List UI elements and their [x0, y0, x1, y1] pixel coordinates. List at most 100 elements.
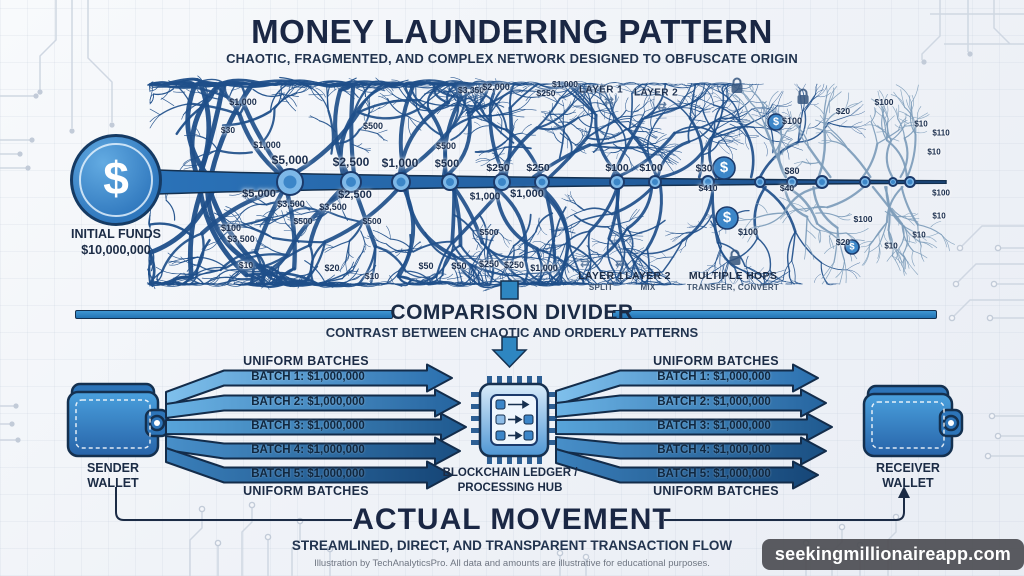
- legend-subtitle: SPLIT: [588, 283, 614, 292]
- circuit-trace: [241, 508, 253, 576]
- batch-arrow: [555, 388, 827, 418]
- dollar-badge-icon: $: [715, 206, 739, 230]
- batch-arrow: [165, 388, 461, 419]
- circuit-dot: [990, 280, 998, 288]
- circuit-dot: [988, 412, 996, 420]
- circuit-dot: [264, 533, 272, 541]
- batch-arrow: [165, 412, 467, 442]
- legend-multiple-hops: MULTIPLE HOPS TRANSFER, CONVERT: [663, 270, 803, 292]
- swap-arrows-icon: ⇄: [615, 256, 625, 270]
- lock-icon: [731, 77, 743, 93]
- receiver-wallet-label: RECEIVER WALLET: [876, 461, 940, 490]
- circuit-dot: [248, 501, 256, 509]
- initial-funds-icon: $: [70, 134, 162, 226]
- batch-arrow: [555, 448, 819, 490]
- down-arrow-icon: [491, 336, 528, 369]
- batch-label: BATCH 5: $1,000,000: [657, 468, 771, 480]
- batch-label: BATCH 4: $1,000,000: [251, 444, 365, 456]
- batch-label: BATCH 1: $1,000,000: [251, 371, 365, 383]
- circuit-trace: [87, 0, 113, 122]
- watermark: seekingmillionaireapp.com: [761, 539, 1024, 570]
- circuit-dot: [9, 421, 15, 427]
- circuit-dot: [326, 545, 334, 553]
- lock-icon: [729, 249, 741, 265]
- batch-arrows: [165, 363, 833, 490]
- legend-title: MULTIPLE HOPS: [688, 270, 778, 282]
- circuit-dot: [17, 151, 23, 157]
- batch-arrow: [555, 436, 827, 466]
- circuit-dot: [69, 128, 75, 134]
- circuit-trace: [953, 299, 1024, 317]
- circuit-dot: [582, 553, 590, 561]
- initial-funds-title: INITIAL FUNDS: [70, 227, 162, 241]
- circuit-dot: [948, 314, 956, 322]
- circuit-dot: [986, 314, 994, 322]
- circuit-dot: [13, 403, 19, 409]
- batch-arrow: [165, 435, 461, 466]
- legend-title: LAYER 2: [625, 270, 671, 282]
- circuit-dot: [994, 432, 1002, 440]
- circuit-dot: [198, 505, 206, 513]
- circuit-dot: [921, 59, 927, 65]
- hub-label: BLOCKCHAIN LEDGER / PROCESSING HUB: [442, 467, 578, 494]
- batch-label: BATCH 3: $1,000,000: [251, 420, 365, 432]
- batch-arrow: [555, 363, 819, 406]
- svg-text:$: $: [720, 160, 729, 176]
- legend-title: LAYER 1: [578, 270, 624, 282]
- legend-subtitle: MIX: [640, 283, 656, 292]
- divider-title: COMPARISON DIVIDER: [390, 301, 634, 324]
- swap-arrows-icon: ⇄: [604, 94, 614, 108]
- branches: [146, 75, 955, 292]
- divider-bar-left: [75, 310, 393, 319]
- circuit-trace: [291, 524, 301, 576]
- dollar-badge-icon: $: [767, 113, 785, 131]
- swap-arrows-icon: ⇄: [657, 99, 667, 113]
- circuit-dot: [37, 89, 43, 95]
- tree-icons: $ $ $ $ ⇄ ⇄ ⇄ ⇄: [580, 77, 860, 270]
- batch-label: BATCH 4: $1,000,000: [657, 444, 771, 456]
- receiver-wallet-icon: [862, 384, 964, 458]
- svg-text:$: $: [849, 242, 855, 253]
- dollar-badge-icon: $: [844, 239, 860, 255]
- uniform-batches-label: UNIFORM BATCHES: [243, 484, 369, 498]
- initial-funds-label: INITIAL FUNDS $10,000,000: [40, 227, 192, 258]
- divider-bar-right: [612, 310, 937, 319]
- chip-flow-diagram: [495, 399, 534, 441]
- batch-label: BATCH 1: $1,000,000: [657, 371, 771, 383]
- initial-funds-amount: $10,000,000: [81, 242, 151, 257]
- legend-subtitle: TRANSFER, CONVERT: [686, 283, 780, 292]
- dollar-icon: $: [103, 152, 129, 204]
- swap-arrows-icon: ⇄: [580, 256, 590, 270]
- batch-arrow: [165, 363, 453, 407]
- sender-wallet-label: SENDER WALLET: [86, 461, 140, 490]
- circuit-dot: [838, 523, 846, 531]
- circuit-dot: [15, 437, 21, 443]
- circuit-dot: [994, 244, 1002, 252]
- blockchain-hub-icon: [471, 376, 557, 464]
- circuit-dot: [556, 549, 564, 557]
- svg-text:$: $: [723, 210, 732, 226]
- uniform-batches-label: UNIFORM BATCHES: [243, 354, 369, 368]
- svg-text:$: $: [773, 116, 779, 128]
- circuit-dot: [25, 165, 31, 171]
- down-connector-bar: [500, 280, 519, 300]
- batch-label: BATCH 2: $1,000,000: [251, 396, 365, 408]
- legend-layer-1: LAYER 1 SPLIT: [531, 270, 671, 292]
- page-subtitle: CHAOTIC, FRAGMENTED, AND COMPLEX NETWORK…: [226, 51, 798, 66]
- uniform-batches-label: UNIFORM BATCHES: [653, 354, 779, 368]
- batch-arrow: [165, 447, 453, 490]
- circuit-trace: [961, 225, 1024, 247]
- divider-subtitle: CONTRAST BETWEEN CHAOTIC AND ORDERLY PAT…: [325, 325, 699, 340]
- inner-ring: [79, 143, 153, 217]
- circuit-trace: [39, 0, 57, 90]
- credit-line: Illustration by TechAnalyticsPro. All da…: [314, 558, 710, 569]
- legend-layer-2: LAYER 2 MIX: [578, 270, 718, 292]
- chip-pins: [471, 376, 557, 464]
- circuit-dot: [214, 539, 222, 547]
- dollar-badge-icon: $: [712, 156, 736, 180]
